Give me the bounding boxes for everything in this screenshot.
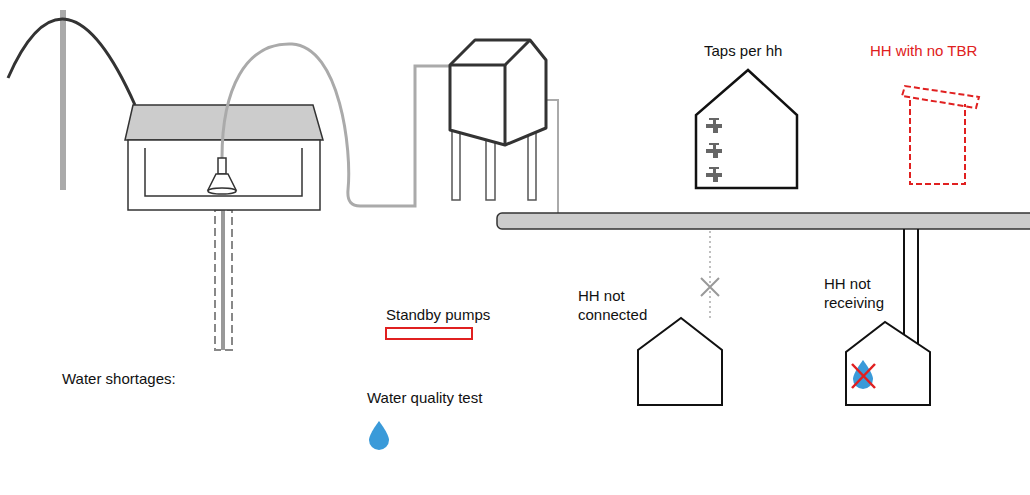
tower-leg <box>486 140 495 200</box>
standby-pump-marker <box>386 328 472 339</box>
pumphouse-wall <box>128 140 320 210</box>
text-label: Standby pumps <box>386 305 490 324</box>
rising-main-pipe <box>222 44 452 206</box>
house-outline <box>638 318 722 405</box>
text-label: HH with no TBR <box>870 41 977 60</box>
tower-leg <box>452 128 460 200</box>
text-label: Water quality test <box>367 388 482 407</box>
tap-icon <box>706 118 722 133</box>
missing-connection <box>709 231 711 318</box>
windmill-blade <box>8 19 135 105</box>
distribution-main <box>497 213 1030 229</box>
text-label: HH not receiving <box>824 274 898 312</box>
tap-icon <box>706 167 722 182</box>
pump-base <box>208 188 236 194</box>
borehole-casing <box>215 210 232 350</box>
house-outline <box>696 70 797 188</box>
water-tank <box>450 40 546 145</box>
service-pipe <box>917 229 919 357</box>
water-drop <box>369 421 389 450</box>
shed-wall <box>910 100 965 184</box>
text-label: HH not connected <box>578 286 660 324</box>
tap-icons <box>706 118 722 182</box>
cross-mark <box>852 364 875 388</box>
cross-mark <box>701 278 719 296</box>
tank-edge <box>504 65 507 145</box>
tower-leg <box>528 128 536 200</box>
tank-edge <box>450 40 530 65</box>
shed-roof <box>902 86 979 108</box>
service-pipe <box>903 229 905 347</box>
windmill-pole <box>60 10 66 190</box>
pump-head <box>218 158 226 174</box>
text-label: Water shortages: <box>62 369 176 388</box>
borehole-pipe <box>221 210 225 350</box>
tap-icon <box>706 143 722 158</box>
house-outline <box>846 322 930 405</box>
text-label: Taps per hh <box>704 41 782 60</box>
